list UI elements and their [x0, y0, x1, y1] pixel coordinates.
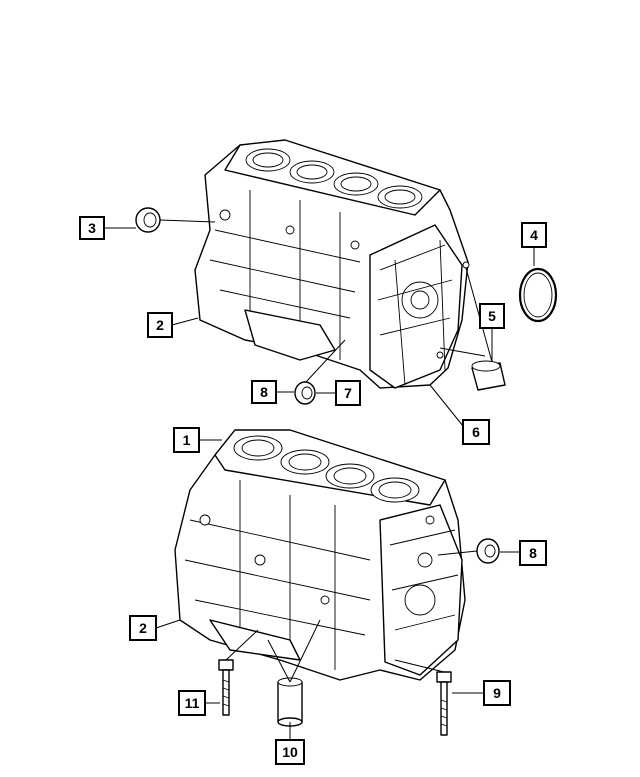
callout-6: 6 — [462, 419, 490, 445]
callout-8-lower: 8 — [519, 540, 547, 566]
callout-5-label: 5 — [488, 308, 496, 324]
part-8-bushing-lower — [476, 538, 500, 564]
callout-8-upper: 8 — [251, 380, 277, 404]
callout-8-upper-label: 8 — [260, 384, 268, 400]
part-4-seal-ring — [518, 267, 558, 323]
callout-7: 7 — [335, 380, 361, 406]
callout-9-label: 9 — [493, 685, 501, 701]
part-3-bushing — [135, 207, 161, 233]
callout-8-lower-label: 8 — [529, 545, 537, 561]
callout-10-label: 10 — [282, 744, 298, 760]
lower-engine-block — [174, 429, 466, 681]
callout-9: 9 — [483, 680, 511, 706]
callout-4: 4 — [521, 222, 547, 248]
callout-3: 3 — [79, 216, 105, 240]
callout-11: 11 — [178, 690, 206, 716]
callout-3-label: 3 — [88, 220, 96, 236]
part-8-7-plug-upper — [294, 381, 316, 405]
callout-7-label: 7 — [344, 385, 352, 401]
part-11-bolt — [218, 659, 234, 716]
part-9-bolt — [436, 671, 452, 736]
leader-lines — [104, 219, 535, 740]
callout-11-label: 11 — [185, 695, 200, 711]
callout-6-label: 6 — [472, 424, 480, 440]
part-10-dowel-sleeve — [277, 677, 303, 727]
callout-5: 5 — [479, 303, 505, 329]
callout-2-upper: 2 — [147, 312, 173, 338]
callout-1: 1 — [173, 427, 200, 453]
callout-2-lower: 2 — [129, 615, 157, 641]
callout-2-lower-label: 2 — [139, 620, 147, 636]
callout-1-label: 1 — [183, 432, 191, 448]
part-5-dowel-sleeve — [471, 360, 506, 391]
callout-2-upper-label: 2 — [156, 317, 164, 333]
callout-10: 10 — [275, 739, 305, 765]
callout-4-label: 4 — [530, 227, 538, 243]
upper-engine-block — [194, 139, 470, 389]
